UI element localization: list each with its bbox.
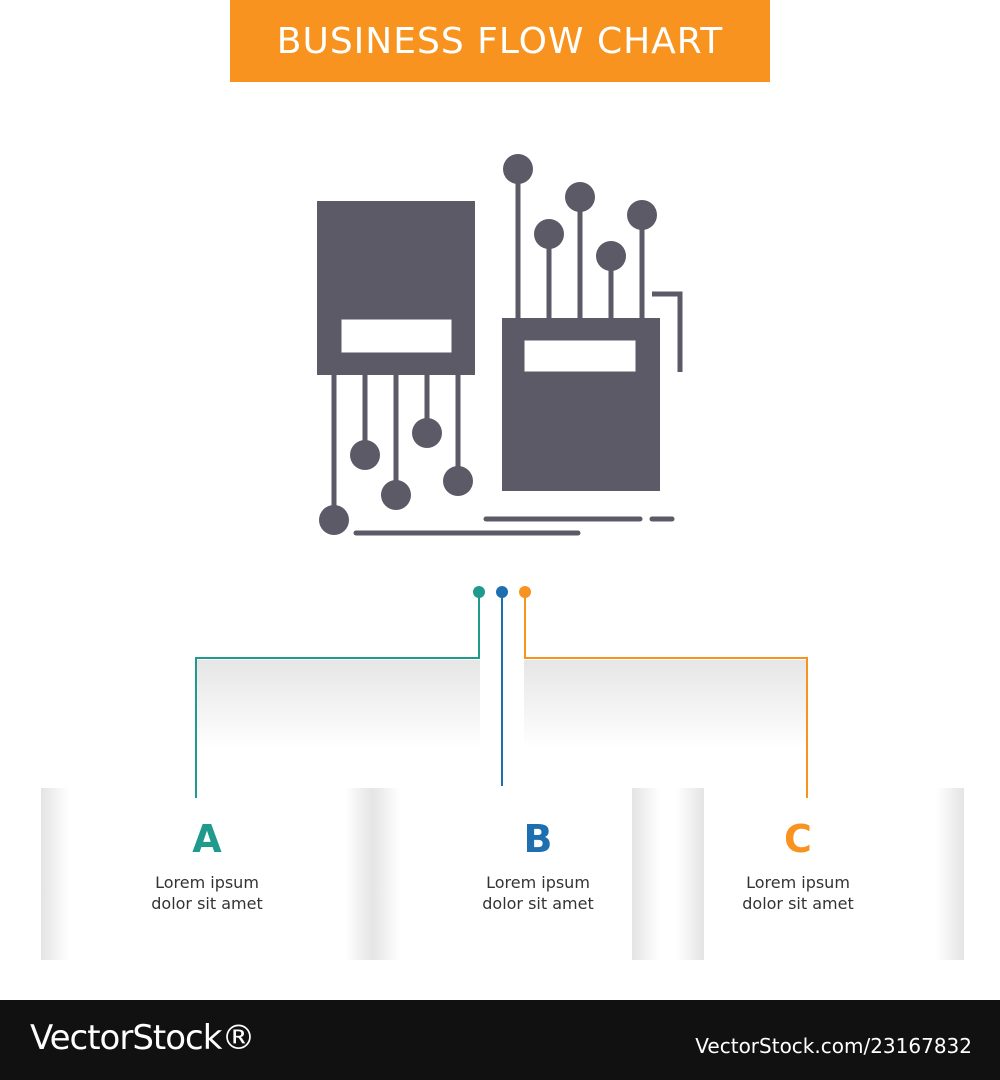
- connector-shade-right: [524, 660, 808, 750]
- data-cables-circuit-icon: [317, 154, 683, 536]
- card-b-letter: B: [523, 817, 553, 861]
- title-banner: BUSINESS FLOW CHART: [230, 0, 770, 82]
- card-b-line1: Lorem ipsum: [486, 873, 590, 892]
- card-b: B Lorem ipsum dolor sit amet: [372, 788, 704, 960]
- connector-b-dot: [496, 586, 508, 598]
- card-a-line1: Lorem ipsum: [155, 873, 259, 892]
- card-a: A Lorem ipsum dolor sit amet: [41, 788, 373, 960]
- card-c-letter: C: [784, 817, 812, 861]
- card-b-line2: dolor sit amet: [482, 894, 594, 913]
- connector-c-dot: [519, 586, 531, 598]
- vectorstock-logo: VectorStock®: [30, 1018, 255, 1058]
- image-id-label: VectorStock.com/23167832: [695, 1034, 972, 1058]
- footer-bar: VectorStock® VectorStock.com/23167832: [0, 1000, 1000, 1080]
- connector-a: [195, 592, 480, 798]
- page-title: BUSINESS FLOW CHART: [276, 20, 724, 62]
- card-c-line2: dolor sit amet: [742, 894, 854, 913]
- card-b-text: Lorem ipsum dolor sit amet: [482, 872, 594, 914]
- connector-c: [524, 592, 808, 798]
- card-c: C Lorem ipsum dolor sit amet: [632, 788, 964, 960]
- card-c-line1: Lorem ipsum: [746, 873, 850, 892]
- flow-connectors: [195, 586, 808, 798]
- card-a-line2: dolor sit amet: [151, 894, 263, 913]
- card-a-text: Lorem ipsum dolor sit amet: [151, 872, 263, 914]
- card-a-letter: A: [192, 817, 222, 861]
- connector-a-dot: [473, 586, 485, 598]
- connector-shade-left: [196, 660, 480, 750]
- card-c-text: Lorem ipsum dolor sit amet: [742, 872, 854, 914]
